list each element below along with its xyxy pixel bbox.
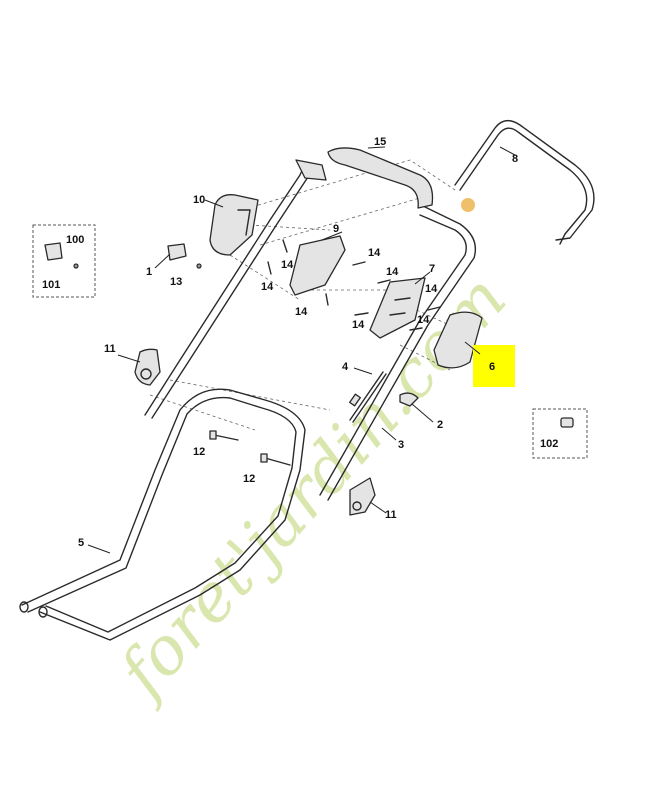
watermark-dot bbox=[461, 198, 475, 212]
box-100-101 bbox=[32, 224, 96, 298]
label-101: 101 bbox=[42, 279, 60, 291]
part-1-clip bbox=[167, 243, 187, 261]
part-15-top-bar bbox=[327, 147, 434, 209]
label-14-f: 14 bbox=[425, 283, 438, 295]
highlight-6 bbox=[473, 345, 515, 387]
part-11-knob-upper bbox=[134, 348, 161, 386]
part-4-rod bbox=[349, 371, 387, 423]
part-8-wire-bail bbox=[454, 120, 595, 245]
part-7-bracket bbox=[369, 277, 426, 339]
label-4: 4 bbox=[342, 361, 349, 373]
part-3-main-tube bbox=[319, 206, 477, 501]
label-14-a: 14 bbox=[281, 259, 294, 271]
label-10: 10 bbox=[193, 194, 205, 206]
label-12-lower: 12 bbox=[243, 473, 255, 485]
label-5: 5 bbox=[78, 537, 84, 549]
label-7: 7 bbox=[429, 263, 435, 275]
label-14-e: 14 bbox=[386, 266, 399, 278]
label-6: 6 bbox=[489, 361, 495, 373]
part-14-screws bbox=[267, 239, 441, 331]
assembly-guides bbox=[149, 159, 461, 431]
label-14-b: 14 bbox=[261, 281, 274, 293]
label-14-c: 14 bbox=[295, 306, 308, 318]
label-2: 2 bbox=[437, 419, 443, 431]
label-15: 15 bbox=[374, 136, 386, 148]
label-1: 1 bbox=[146, 266, 152, 278]
label-102: 102 bbox=[540, 438, 558, 450]
box-102 bbox=[532, 408, 588, 459]
part-11-knob-lower bbox=[349, 477, 376, 516]
left-long-tube bbox=[144, 159, 327, 419]
label-8: 8 bbox=[512, 153, 518, 165]
part-9-cover bbox=[289, 235, 346, 296]
label-9: 9 bbox=[333, 223, 339, 235]
leader-lines bbox=[87, 146, 516, 554]
label-14-d: 14 bbox=[368, 247, 381, 259]
label-11-upper: 11 bbox=[104, 343, 116, 355]
part-13-screw bbox=[196, 263, 202, 269]
label-11-lower: 11 bbox=[385, 509, 397, 521]
label-14-h: 14 bbox=[352, 319, 365, 331]
part-5-lower-handle bbox=[19, 388, 306, 641]
part-10-cover bbox=[209, 194, 259, 256]
label-14-g: 14 bbox=[417, 314, 430, 326]
label-3: 3 bbox=[398, 439, 404, 451]
label-100: 100 bbox=[66, 234, 84, 246]
label-13: 13 bbox=[170, 276, 182, 288]
part-labels: 100 101 102 1 2 3 4 5 6 7 8 9 10 11 11 1… bbox=[42, 136, 558, 549]
part-6-grip bbox=[433, 311, 483, 369]
label-12-upper: 12 bbox=[193, 446, 205, 458]
part-12-bolts bbox=[209, 430, 291, 466]
part-2-clamp bbox=[399, 392, 419, 407]
